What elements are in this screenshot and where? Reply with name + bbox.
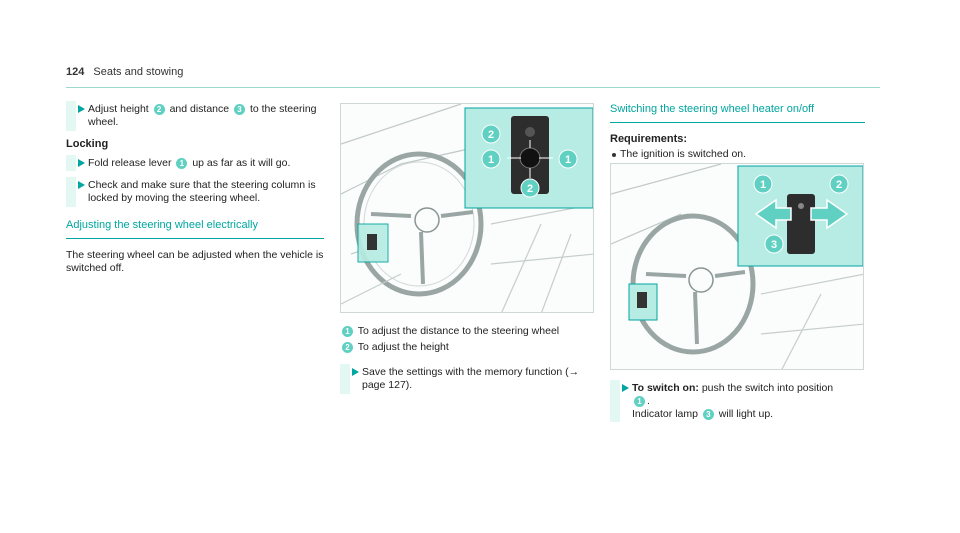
figure-marker-1: 1 [760,179,766,191]
locking-heading: Locking [66,138,109,150]
figure-marker-3: 3 [771,239,777,251]
requirement-item: The ignition is switched on. [610,148,865,161]
header-rule [66,87,880,88]
figure-marker-2: 2 [488,129,494,141]
page-number: 124 [66,66,85,78]
section-title-electric: Adjusting the steering wheel electricall… [66,219,324,239]
step-save-memory: Save the settings with the memory functi… [340,364,600,394]
marker-1: 1 [176,157,188,169]
step-fold-lever: Fold release lever 1 up as far as it wil… [66,155,324,171]
page-header: 124 Seats and stowing [66,66,183,78]
step-arrow-icon [78,181,85,189]
switch-on-label: To switch on: [632,382,699,394]
chapter-title: Seats and stowing [93,66,184,78]
heater-switch-illustration: 1 2 3 [611,164,863,369]
figure-legend: 1 To adjust the distance to the steering… [340,325,600,395]
marker-1: 1 [634,395,645,407]
column-right-bottom: To switch on: push the switch into posit… [610,380,865,430]
figure-marker-2b: 2 [527,183,533,195]
column-right: Switching the steering wheel heater on/o… [610,103,865,161]
body-text: The steering wheel can be adjusted when … [66,249,324,274]
legend-item-2: 2 To adjust the height [340,341,600,354]
figure-marker-2: 2 [836,179,842,191]
marker-3: 3 [234,103,246,115]
requirements-heading: Requirements: [610,133,688,145]
step-arrow-icon [78,159,85,167]
step-arrow-icon [78,105,85,113]
step-adjust: Adjust height 2 and distance 3 to the st… [66,101,324,131]
figure-marker-1: 1 [488,154,494,166]
steering-wheel-illustration: 2 1 1 2 [341,104,593,312]
section-title-heater: Switching the steering wheel heater on/o… [610,103,865,123]
marker-3: 3 [702,408,714,420]
legend-item-1: 1 To adjust the distance to the steering… [340,325,600,338]
figure-marker-1b: 1 [565,154,571,166]
step-arrow-icon [352,368,359,376]
step-switch-on: To switch on: push the switch into posit… [610,380,865,422]
marker-2: 2 [153,103,165,115]
column-left: Adjust height 2 and distance 3 to the st… [66,101,324,275]
step-check-lock: Check and make sure that the steering co… [66,177,324,207]
step-arrow-icon [622,384,629,392]
figure-heater-switch: 1 2 3 [610,163,864,370]
figure-steering-adjust: 2 1 1 2 [340,103,594,313]
